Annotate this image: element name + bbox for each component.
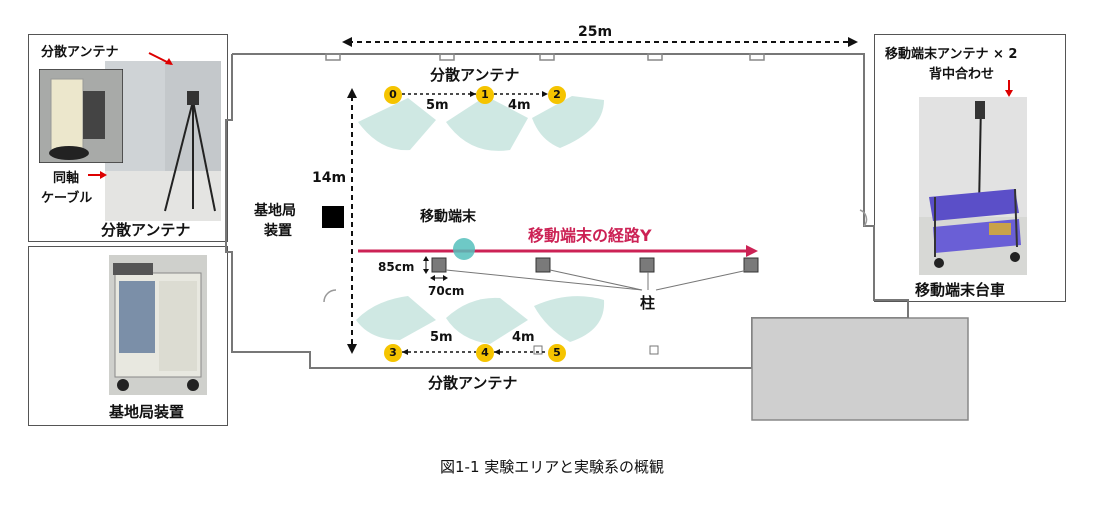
pillar-width-label: 70cm xyxy=(428,284,465,298)
pillar xyxy=(639,257,655,273)
arrow-icon xyxy=(1005,80,1013,97)
pillar xyxy=(743,257,759,273)
terminal-antenna-subtitle: 背中合わせ xyxy=(929,67,995,82)
arrow-icon xyxy=(148,52,173,65)
antenna-badge-2: 2 xyxy=(548,86,566,104)
pillar xyxy=(431,257,447,273)
antenna-badge-5: 5 xyxy=(548,344,566,362)
bottom-spacing-5m: 5m xyxy=(430,330,453,345)
base-station-photo xyxy=(109,255,207,395)
pillars xyxy=(431,257,759,273)
terminal-label: 移動端末 xyxy=(420,209,476,225)
base-station-photo-panel: 基地局装置 xyxy=(28,246,228,426)
antenna-badge-3: 3 xyxy=(384,344,402,362)
coax-label-1: 同軸 xyxy=(53,171,80,186)
figure-caption: 図1-1 実験エリアと実験系の概観 xyxy=(440,458,664,476)
terminal-cart-photo xyxy=(919,97,1027,275)
pillar-depth-label: 85cm xyxy=(378,260,415,274)
antenna-coverage-bottom xyxy=(356,296,605,344)
antenna-closeup-photo xyxy=(39,69,123,163)
width-dimension-label: 25m xyxy=(578,24,613,40)
antenna-photo-title: 分散アンテナ xyxy=(41,45,119,60)
top-spacing-4m: 4m xyxy=(508,98,531,113)
antenna-photo xyxy=(105,61,221,221)
height-dimension-label: 14m xyxy=(312,170,347,186)
base-station-block xyxy=(322,206,344,228)
terminal-cart-caption: 移動端末台車 xyxy=(915,281,1006,299)
base-station-photo-caption: 基地局装置 xyxy=(109,403,185,421)
base-station-label: 基地局 xyxy=(254,203,296,219)
top-antennas-label: 分散アンテナ xyxy=(430,66,520,84)
coax-label-2: ケーブル xyxy=(41,191,93,206)
antenna-photo-caption: 分散アンテナ xyxy=(101,221,191,239)
bottom-spacing-4m: 4m xyxy=(512,330,535,345)
base-station-label-2: 装置 xyxy=(264,223,292,239)
antenna-badge-0: 0 xyxy=(384,86,402,104)
antenna-coverage-top xyxy=(358,96,604,151)
terminal-marker xyxy=(453,238,475,260)
route-label: 移動端末の経路Y xyxy=(528,226,652,245)
arrow-icon xyxy=(88,171,107,179)
top-spacing-5m: 5m xyxy=(426,98,449,113)
adjacent-room xyxy=(751,317,969,421)
antenna-badge-1: 1 xyxy=(476,86,494,104)
antenna-badge-4: 4 xyxy=(476,344,494,362)
pillar-label: 柱 xyxy=(640,294,656,312)
bottom-antennas-label: 分散アンテナ xyxy=(428,374,518,392)
terminal-antenna-title: 移動端末アンテナ × 2 xyxy=(885,47,1018,62)
antenna-photo-panel: 分散アンテナ 同軸 ケーブル 分散アンテナ xyxy=(28,34,228,242)
pillar xyxy=(535,257,551,273)
terminal-cart-photo-panel: 移動端末アンテナ × 2 背中合わせ 移動端末台車 xyxy=(874,34,1066,302)
